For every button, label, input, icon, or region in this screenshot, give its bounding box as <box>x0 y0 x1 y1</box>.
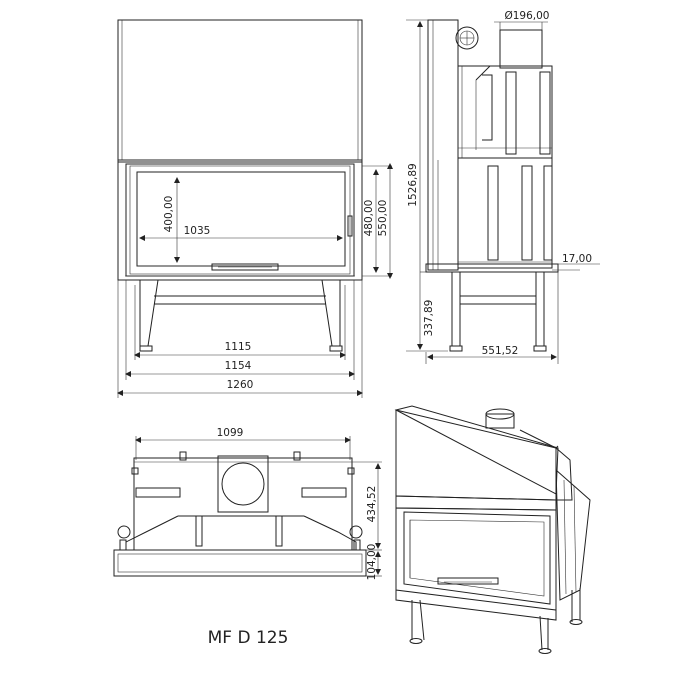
flue-gauge-icon <box>455 26 479 50</box>
side-view: Ø196,00 1526,89 337,89 17,00 551,52 <box>406 10 600 364</box>
opening-550-label: 550,00 <box>377 200 389 237</box>
offset-label: 17,00 <box>562 253 592 265</box>
flue-outlet-icon <box>221 462 265 506</box>
model-title: MF D 125 <box>208 628 289 648</box>
flue-diameter-label: Ø196,00 <box>504 10 549 22</box>
overall-width-label: 1260 <box>227 379 254 391</box>
top-width-label: 1099 <box>217 427 244 439</box>
opening-480-label: 480,00 <box>363 200 375 237</box>
glass-height-label: 400,00 <box>163 196 175 233</box>
front-view: 400,00 1035 480,00 550,00 1115 1154 1260 <box>117 19 393 398</box>
glass-width-label: 1035 <box>184 225 211 237</box>
depth-label: 551,52 <box>482 345 519 357</box>
isometric-view <box>394 405 591 654</box>
width-1154-label: 1154 <box>225 360 252 372</box>
total-height-label: 1526,89 <box>407 163 419 206</box>
front-depth-label: 104,00 <box>366 544 378 581</box>
top-depth-label: 434,52 <box>366 486 378 523</box>
width-1115-label: 1115 <box>225 341 252 353</box>
top-view: 1099 434,52 104,00 <box>113 427 382 581</box>
leg-height-label: 337,89 <box>423 300 435 337</box>
